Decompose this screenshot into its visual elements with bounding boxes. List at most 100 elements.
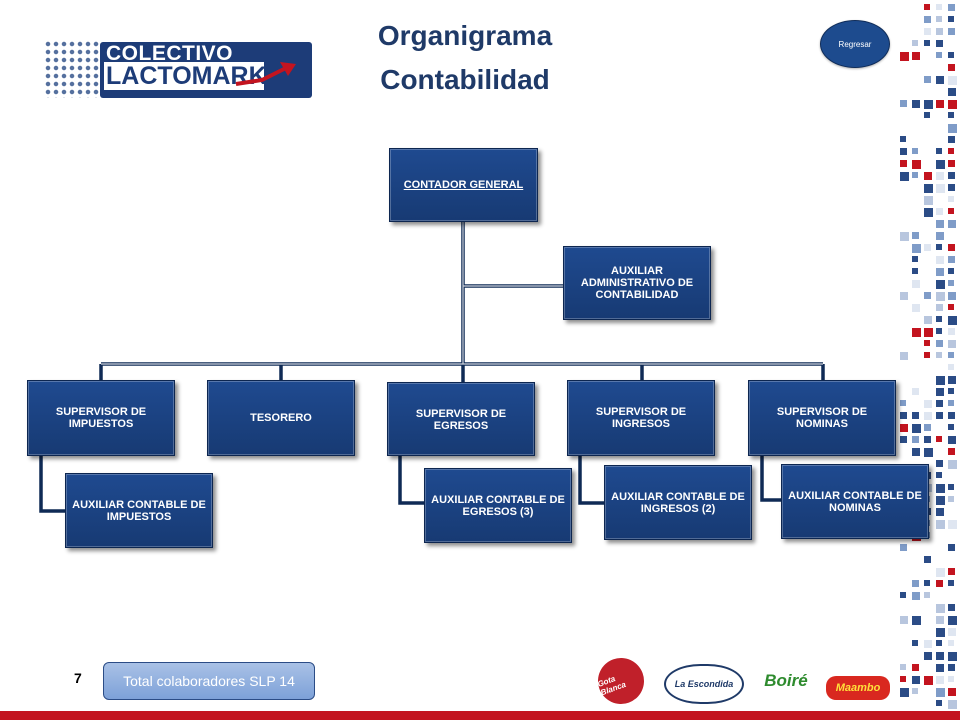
deco-square: [936, 148, 942, 154]
deco-square: [948, 664, 955, 671]
deco-square: [900, 172, 909, 181]
deco-square: [948, 628, 956, 636]
deco-square: [948, 688, 956, 696]
deco-square: [924, 640, 932, 648]
deco-square: [924, 652, 932, 660]
deco-square: [948, 376, 956, 384]
deco-square: [912, 580, 919, 587]
deco-square: [936, 28, 943, 35]
node-supervisor-ingresos: SUPERVISOR DE INGRESOS: [567, 380, 715, 456]
node-auxiliar-egresos: AUXILIAR CONTABLE DE EGRESOS (3): [424, 468, 572, 543]
deco-square: [900, 100, 907, 107]
deco-square: [948, 700, 957, 709]
deco-square: [948, 328, 955, 335]
deco-square: [936, 100, 944, 108]
deco-square: [900, 676, 906, 682]
node-supervisor-impuestos: SUPERVISOR DE IMPUESTOS: [27, 380, 175, 456]
deco-square: [948, 520, 957, 529]
deco-square: [936, 280, 945, 289]
back-button[interactable]: Regresar: [820, 20, 890, 68]
deco-square: [936, 700, 942, 706]
deco-square: [936, 568, 945, 577]
node-tesorero: TESORERO: [207, 380, 355, 456]
deco-square: [924, 172, 932, 180]
deco-square: [900, 664, 906, 670]
deco-square: [948, 448, 955, 455]
deco-square: [924, 40, 930, 46]
deco-square: [924, 76, 931, 83]
deco-square: [936, 436, 942, 442]
deco-square: [936, 220, 944, 228]
deco-square: [948, 400, 954, 406]
deco-square: [948, 364, 954, 370]
brand-logo-la-escondida: La Escondida: [664, 664, 744, 704]
logo-text-line-1: COLECTIVO: [106, 42, 234, 65]
deco-square: [936, 652, 944, 660]
deco-square: [912, 244, 921, 253]
deco-square: [936, 520, 945, 529]
deco-square: [924, 244, 931, 251]
deco-square: [936, 160, 945, 169]
deco-square: [948, 4, 955, 11]
deco-square: [936, 472, 942, 478]
deco-square: [912, 304, 920, 312]
deco-square: [912, 448, 920, 456]
deco-square: [924, 328, 933, 337]
deco-square: [936, 484, 945, 493]
deco-square: [936, 640, 942, 646]
deco-square: [936, 316, 942, 322]
deco-square: [936, 4, 942, 10]
deco-square: [912, 328, 921, 337]
deco-square: [948, 604, 955, 611]
deco-square: [936, 460, 943, 467]
deco-square: [900, 352, 908, 360]
deco-square: [900, 424, 908, 432]
deco-square: [900, 616, 908, 624]
deco-square: [912, 412, 919, 419]
deco-square: [900, 412, 907, 419]
deco-square: [936, 604, 945, 613]
deco-square: [936, 328, 942, 334]
deco-square: [924, 448, 933, 457]
bottom-accent-bar: [0, 711, 960, 720]
deco-square: [900, 436, 907, 443]
deco-square: [924, 196, 933, 205]
deco-square: [912, 172, 918, 178]
deco-square: [948, 676, 954, 682]
deco-square: [936, 664, 944, 672]
deco-square: [900, 232, 909, 241]
deco-square: [900, 592, 906, 598]
deco-square: [924, 208, 933, 217]
deco-square: [936, 16, 942, 22]
deco-square: [912, 688, 918, 694]
connector-child-4: [578, 455, 604, 505]
deco-square: [948, 340, 956, 348]
deco-square: [936, 580, 943, 587]
deco-square: [948, 124, 957, 133]
deco-square: [936, 52, 942, 58]
deco-square: [936, 268, 944, 276]
deco-square: [948, 196, 954, 202]
title-line-1: Organigrama: [377, 20, 553, 51]
deco-square: [924, 316, 932, 324]
deco-square: [948, 88, 956, 96]
deco-square: [924, 436, 931, 443]
deco-square: [948, 568, 955, 575]
deco-square: [924, 400, 932, 408]
deco-square: [948, 112, 954, 118]
deco-square: [936, 352, 942, 358]
deco-square: [936, 40, 943, 47]
deco-square: [912, 256, 918, 262]
deco-square: [912, 616, 921, 625]
deco-square: [948, 652, 957, 661]
brand-logo-boire: Boiré: [764, 671, 808, 690]
deco-square: [912, 40, 918, 46]
deco-square: [936, 388, 944, 396]
deco-square: [924, 412, 932, 420]
deco-square: [912, 280, 920, 288]
node-auxiliar-administrativo: AUXILIAR ADMINISTRATIVO DE CONTABILIDAD: [563, 246, 711, 320]
deco-square: [900, 400, 906, 406]
deco-square: [912, 100, 920, 108]
page-title: Organigrama Contabilidad: [300, 14, 630, 102]
